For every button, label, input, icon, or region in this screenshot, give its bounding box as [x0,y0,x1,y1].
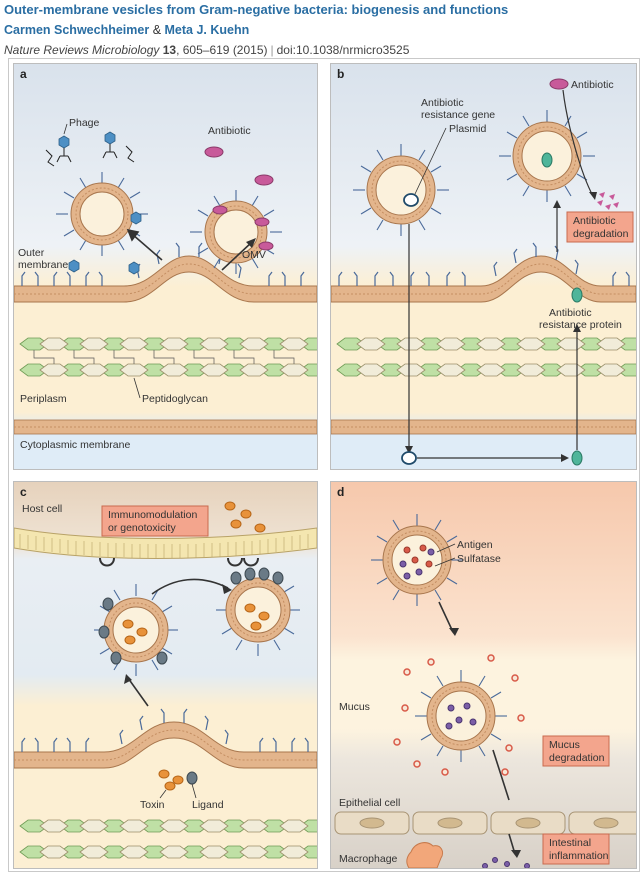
panel-c: Immunomodulation or genotoxicity [13,481,318,869]
label-outer-membrane: Outer [18,247,45,259]
label-cytoplasmic-membrane: Cytoplasmic membrane [20,439,130,451]
article-title[interactable]: Outer-membrane vesicles from Gram-negati… [4,2,509,17]
plasmid-icon [403,193,419,207]
panel-d-illustration: Antigen Sulfatase Mucus degradation Mucu… [331,482,636,868]
label-antigen: Antigen [457,539,493,551]
label-gene: Antibiotic [421,97,464,109]
peptidoglycan-mesh [19,337,317,377]
panel-label: b [337,67,344,81]
author-separator: & [152,23,162,37]
panel-b: Antibiotic degradation b Antibiotic Anti… [330,63,637,470]
label-phage: Phage [69,117,100,129]
label-protein: Antibiotic [549,307,592,319]
label-sulfatase: Sulfatase [457,553,501,565]
label-macrophage: Macrophage [339,853,398,865]
mucus-degradation-box [542,735,610,767]
author-list: Carmen Schwechheimer & Meta J. Kuehn [4,21,639,39]
panel-label: c [20,485,27,499]
label-immunomodulation: Immunomodulation [108,509,197,521]
label-omv: OMV [242,249,266,261]
panel-b-illustration: Antibiotic degradation b Antibiotic Anti… [331,64,636,469]
journal-name: Nature Reviews Microbiology [4,43,160,57]
article-header: Outer-membrane vesicles from Gram-negati… [4,0,639,59]
label-degradation: Antibiotic [573,215,616,227]
panel-label: d [337,485,344,499]
label-inflammation: inflammation [549,850,609,862]
author-link[interactable]: Meta J. Kuehn [164,23,250,37]
label-degradation: degradation [573,228,629,240]
antibiotic-icon [549,78,569,90]
label-inflammation: Intestinal [549,837,591,849]
degradation-box [566,211,634,243]
panel-d: Antigen Sulfatase Mucus degradation Mucu… [330,481,637,869]
label-toxin: Toxin [140,799,165,811]
immunomodulation-box [101,505,209,537]
label-immunomodulation: or genotoxicity [108,522,176,534]
author-link[interactable]: Carmen Schwechheimer [4,23,150,37]
label-host-cell: Host cell [22,503,62,515]
panel-a: a Phage Antibiotic Outer membrane OMV Pe… [13,63,318,470]
label-mucus-degradation: Mucus [549,739,580,751]
panel-a-illustration: a Phage Antibiotic Outer membrane OMV Pe… [14,64,317,469]
label-protein: resistance protein [539,319,622,331]
label-plasmid: Plasmid [449,123,487,135]
label-mucus: Mucus [339,701,370,713]
page-range: , 605–619 (2015) [176,43,268,57]
label-gene: resistance gene [421,109,495,121]
label-peptidoglycan: Peptidoglycan [142,393,208,405]
label-epithelial: Epithelial cell [339,797,400,809]
resistance-protein-icon [541,152,553,168]
doi-link[interactable]: doi:10.1038/nrmicro3525 [276,43,410,57]
figure: a Phage Antibiotic Outer membrane OMV Pe… [8,58,640,872]
inflammation-box [542,833,610,865]
panel-c-illustration: Immunomodulation or genotoxicity [14,482,317,868]
volume-number: 13 [162,43,177,57]
label-ligand: Ligand [192,799,224,811]
mucus-particles [393,654,525,776]
label-antibiotic: Antibiotic [208,125,251,137]
antigen-cargo [399,544,435,580]
label-outer-membrane: membrane [18,259,68,271]
citation: Nature Reviews Microbiology 13, 605–619 … [4,41,639,59]
label-mucus-degradation: degradation [549,752,605,764]
label-antibiotic: Antibiotic [571,79,614,91]
budding-arrows [126,228,163,261]
ligand-icon [186,771,198,785]
citation-divider: | [270,43,274,57]
toxin-cluster [224,501,266,533]
degraded-antibiotic-fragments [597,192,619,210]
macrophage-icon [406,842,444,868]
panel-label: a [20,67,27,81]
omv-phage [45,131,148,275]
label-periplasm: Periplasm [20,393,67,405]
